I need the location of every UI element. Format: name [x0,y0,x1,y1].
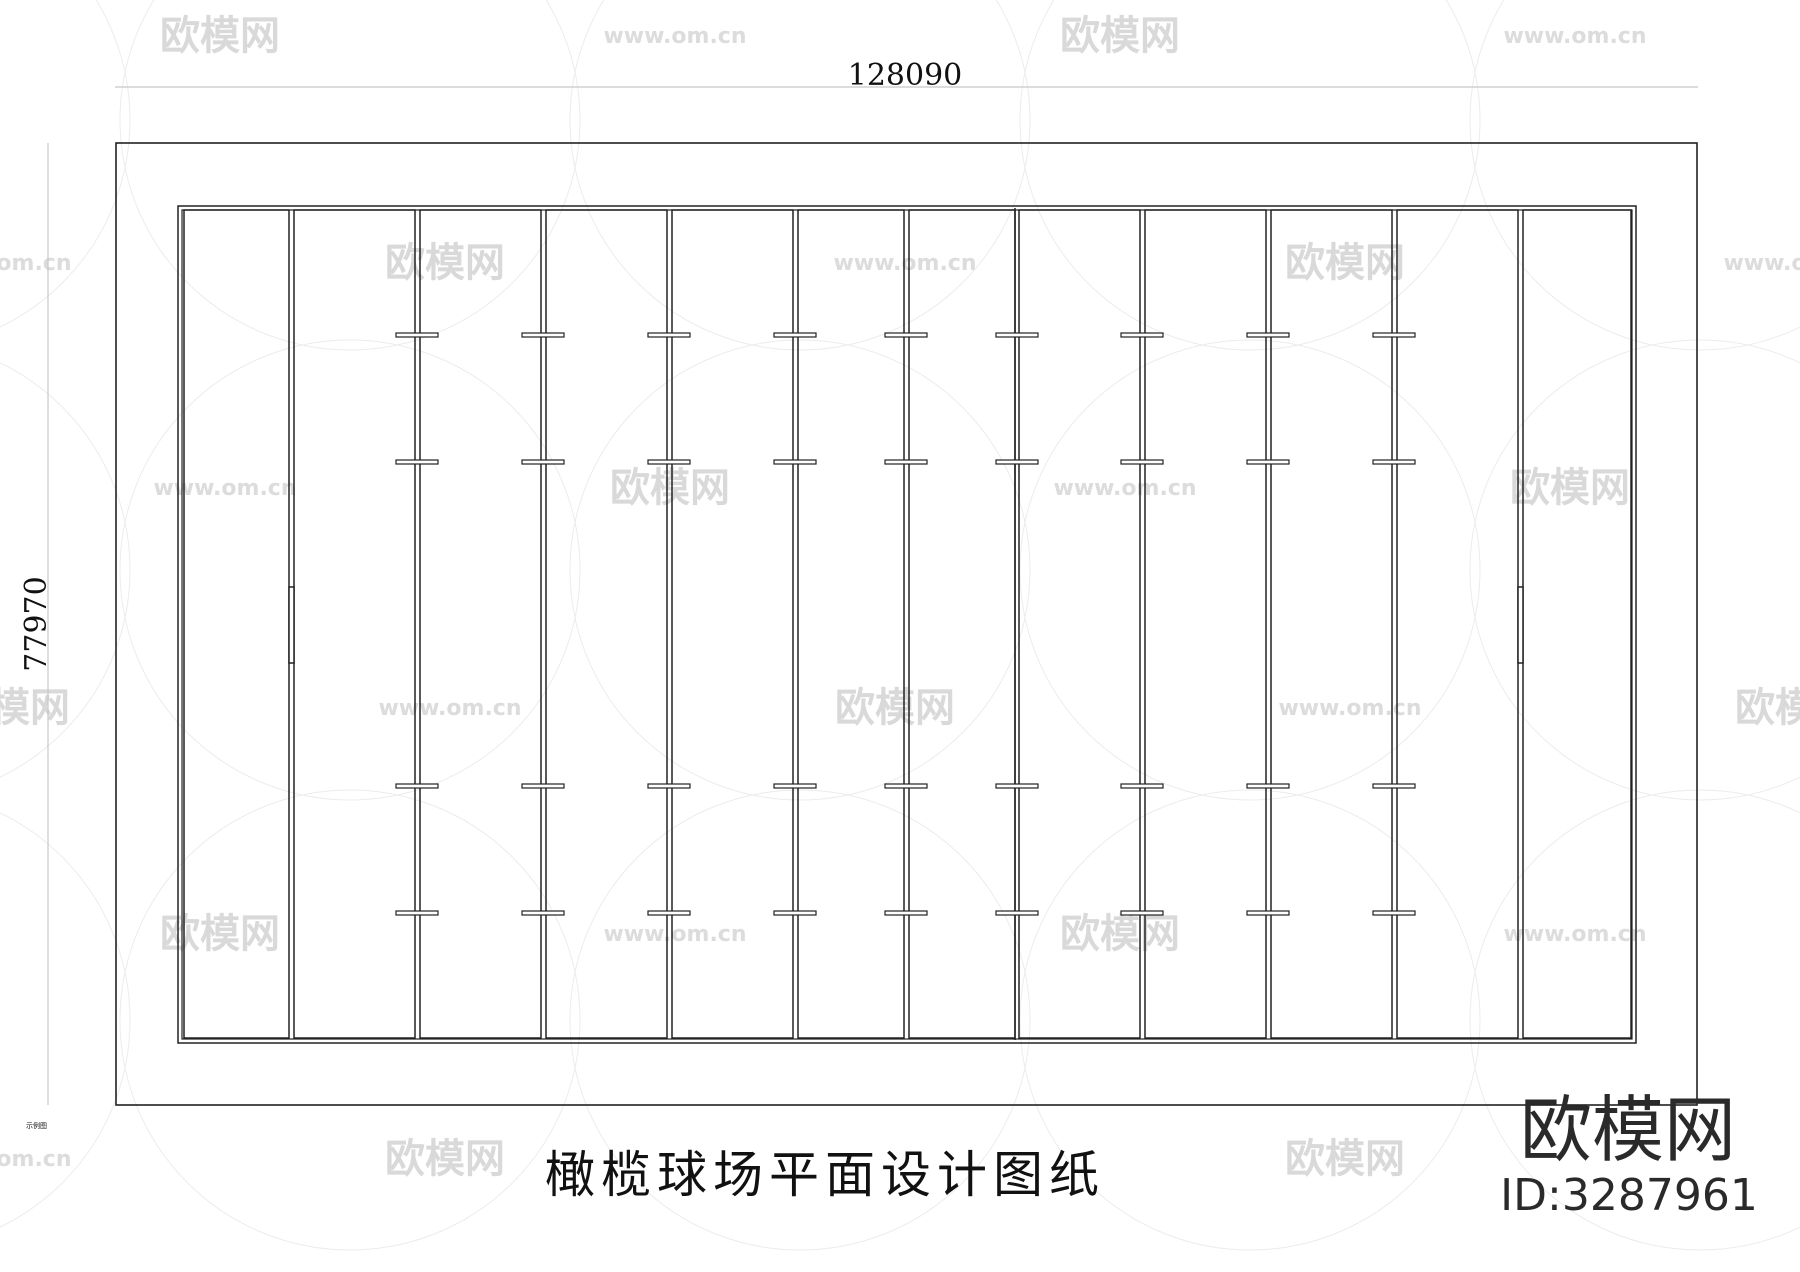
watermark-logo: 欧模网 [1060,911,1180,957]
watermark-url: www.om.cn [1278,696,1421,721]
field-strip [797,209,905,1039]
hash-mark [521,910,565,916]
hash-mark [995,459,1039,465]
watermark-arc [119,0,581,351]
watermark-url: www.om.cn [603,24,746,49]
watermark-logo: 欧模网 [835,685,955,731]
width-dimension-label: 128090 [848,58,963,93]
watermark-url: www.om.cn [1503,24,1646,49]
watermark-arc [569,0,1031,351]
hash-mark [773,459,817,465]
left-goal-post [288,586,295,664]
watermark-url: www.om.cn [1503,922,1646,947]
hash-mark [647,332,691,338]
watermark-logo: 欧模网 [1510,465,1630,511]
hash-mark [1246,459,1290,465]
hash-mark [1120,459,1164,465]
watermark-url: www.om.cn [378,696,521,721]
hash-mark [395,910,439,916]
watermark-logo: 欧模网 [385,1136,505,1182]
hash-mark [995,332,1039,338]
hash-mark [395,459,439,465]
hash-mark [1120,783,1164,789]
hash-mark [884,332,928,338]
brand-id: ID:3287961 [1500,1170,1758,1221]
hash-marks [395,332,1416,916]
field-strip [1270,209,1393,1039]
watermark-logo: 欧模网 [1285,240,1405,286]
hash-mark [647,459,691,465]
hash-mark [1246,910,1290,916]
hash-mark [395,783,439,789]
watermark-arc [119,339,581,801]
hash-mark [647,910,691,916]
watermark-url: www.om.cn [1723,251,1800,276]
hash-mark [1120,332,1164,338]
watermark-arc [1469,0,1800,351]
watermark-logo: 欧模网 [385,240,505,286]
watermark-logo: 欧模网 [610,465,730,511]
brand-name: 欧模网 [1520,1088,1736,1172]
hash-mark [1372,332,1416,338]
watermark-arc [119,789,581,1251]
watermark-arc [0,0,131,328]
field-border-inner [181,209,1633,1040]
watermark-arc [0,362,131,778]
watermark-arc [1469,339,1800,801]
watermark-logo: 欧模网 [160,911,280,957]
watermark-logo: 欧模网 [1735,685,1800,731]
outer-boundary [115,142,1698,1106]
hash-mark [521,459,565,465]
watermark-url: www.om.cn [0,251,72,276]
watermark-logo: 欧模网 [1285,1136,1405,1182]
hash-mark [884,783,928,789]
watermark-arc [1019,789,1481,1251]
watermark-arc [0,812,131,1228]
hash-mark [521,332,565,338]
watermark-url: www.om.cn [603,922,746,947]
field-strip [545,209,668,1039]
drawing-title: 橄榄球场平面设计图纸 [545,1146,1105,1204]
hash-mark [884,910,928,916]
field-strip [1018,209,1141,1039]
hash-mark [773,783,817,789]
watermark-arc [1469,789,1800,1251]
hash-mark [1246,332,1290,338]
hash-mark [773,332,817,338]
watermark-logo: 欧模网 [0,685,70,731]
hash-mark [884,459,928,465]
hash-mark [395,332,439,338]
watermark-logo: 欧模网 [160,13,280,59]
watermark-arc [569,339,1031,801]
hash-mark [1372,910,1416,916]
watermark-url: www.om.cn [153,476,296,501]
right-goal-post [1517,586,1524,664]
watermark-arc [1019,0,1481,351]
field-border-outer [177,205,1637,1044]
field-strip [671,209,794,1039]
hash-mark [521,783,565,789]
small-note: 示例图 [26,1121,47,1130]
field-strip [1522,209,1632,1039]
watermark-arc [569,789,1031,1251]
watermark-url: www.om.cn [0,1147,72,1172]
height-dimension-label: 77970 [19,576,54,671]
watermark-url: www.om.cn [1053,476,1196,501]
hash-mark [995,783,1039,789]
hash-mark [1372,459,1416,465]
watermark-logo: 欧模网 [1060,13,1180,59]
field-strip [419,209,542,1039]
hash-mark [773,910,817,916]
hash-mark [1120,910,1164,916]
hash-mark [647,783,691,789]
hash-mark [995,910,1039,916]
hash-mark [1246,783,1290,789]
field-strip [1144,209,1267,1039]
hash-mark [1372,783,1416,789]
watermark-url: www.om.cn [833,251,976,276]
watermark-arc [1019,339,1481,801]
